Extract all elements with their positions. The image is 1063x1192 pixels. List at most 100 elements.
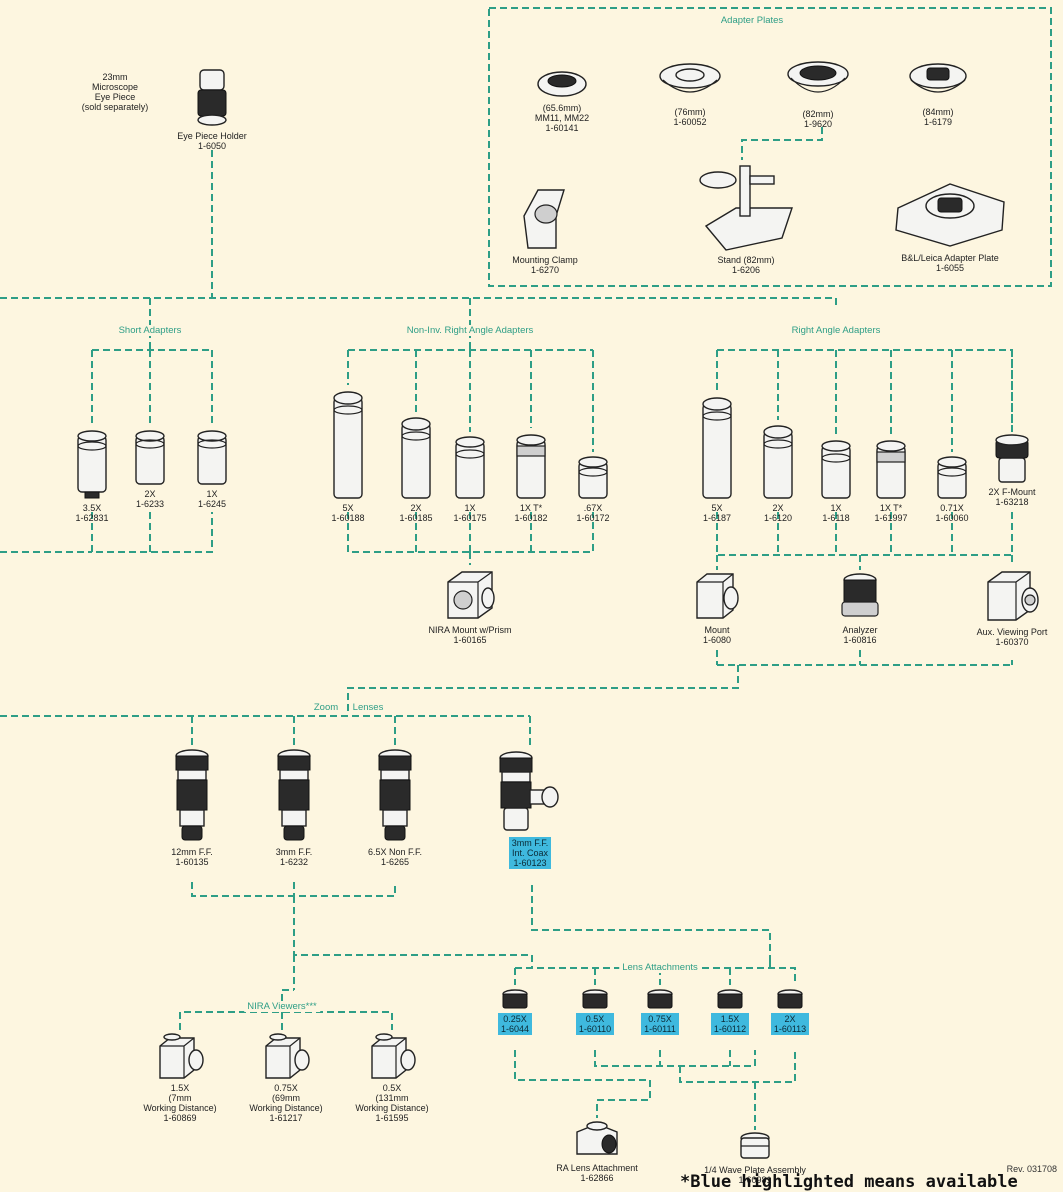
coax-lens-label: 3mm F.F. Int. Coax 1-60123	[508, 837, 552, 869]
section-title-non-inv-right-angle: Non-Inv. Right Angle Adapters	[403, 325, 537, 336]
tube-adapter-icon	[702, 397, 732, 499]
right-angle-5x-label: 5X 1-6187	[702, 503, 732, 523]
zoom-lens-12mm-label: 12mm F.F. 1-60135	[171, 847, 213, 867]
mount-1-6080-label: Mount 1-6080	[702, 625, 732, 645]
lens-attachment-0-75x[interactable]: 0.75X 1-60111	[585, 988, 735, 1035]
plate-65-6mm[interactable]: (65.6mm) MM11, MM22 1-60141	[487, 68, 637, 133]
plate-76mm[interactable]: (76mm) 1-60052	[615, 60, 765, 127]
eyepiece-holder-icon	[197, 69, 227, 126]
stand-82mm[interactable]: Stand (82mm) 1-6206	[671, 156, 821, 275]
nira-viewer-1-5x-label: 1.5X (7mm Working Distance) 1-60869	[143, 1083, 217, 1123]
nira-mount-prism-label: NIRA Mount w/Prism 1-60165	[428, 625, 512, 645]
tube-adapter-icon	[333, 391, 363, 499]
mount-cube-icon	[696, 573, 739, 619]
right-angle-5x[interactable]: 5X 1-6187	[642, 394, 792, 523]
zoom-lens-12mm[interactable]: 12mm F.F. 1-60135	[117, 748, 267, 867]
viewer-cube-icon	[371, 1033, 416, 1079]
eyepiece-holder[interactable]: Eye Piece Holder 1-6050	[137, 68, 287, 151]
ra-lens-attachment[interactable]: RA Lens Attachment 1-62866	[522, 1120, 672, 1183]
ra-lens-icon	[576, 1121, 618, 1155]
zoom-lens-icon	[378, 749, 412, 841]
lens-ring-icon	[717, 989, 743, 1009]
non-inv-0-67x-label: .67X 1-60172	[576, 503, 610, 523]
ring-plate-icon	[909, 63, 967, 93]
eyepiece-holder-label: Eye Piece Holder 1-6050	[177, 131, 247, 151]
zoom-lens-icon	[175, 749, 209, 841]
plate-65-6mm-label: (65.6mm) MM11, MM22 1-60141	[534, 103, 590, 133]
tube-adapter-icon	[197, 430, 227, 485]
viewing-port-cube-icon	[987, 571, 1039, 621]
bl-leica-adapter-plate[interactable]: B&L/Leica Adapter Plate 1-6055	[875, 178, 1025, 273]
lens-ring-icon	[647, 989, 673, 1009]
aux-viewing-port-label: Aux. Viewing Port 1-60370	[976, 627, 1048, 647]
plate-76mm-label: (76mm) 1-60052	[673, 107, 707, 127]
nira-viewer-1-5x[interactable]: 1.5X (7mm Working Distance) 1-60869	[105, 1032, 255, 1123]
adapter-plate-icon	[895, 183, 1005, 247]
tube-adapter-icon	[135, 430, 165, 485]
right-angle-2x[interactable]: 2X 1-6120	[703, 422, 853, 523]
coax-lens[interactable]: 3mm F.F. Int. Coax 1-60123	[455, 750, 605, 869]
analyzer-label: Analyzer 1-60816	[842, 625, 878, 645]
ring-plate-icon	[537, 71, 587, 97]
short-adapter-3-5x[interactable]: 3.5X 1-62831	[17, 428, 167, 523]
nira-mount-prism[interactable]: NIRA Mount w/Prism 1-60165	[395, 568, 545, 645]
plate-84mm[interactable]: (84mm) 1-6179	[863, 60, 1013, 127]
zoom-lens-6-5x-label: 6.5X Non F.F. 1-6265	[367, 847, 423, 867]
lens-attachment-1-5x[interactable]: 1.5X 1-60112	[655, 988, 805, 1035]
zoom-lens-icon	[277, 749, 311, 841]
zoom-lens-3mm[interactable]: 3mm F.F. 1-6232	[219, 748, 369, 867]
short-adapter-2x-label: 2X 1-6233	[135, 489, 165, 509]
lens-attachment-0-5x[interactable]: 0.5X 1-60110	[520, 988, 670, 1035]
prism-cube-icon	[447, 571, 495, 619]
mount-1-6080[interactable]: Mount 1-6080	[642, 572, 792, 645]
tube-adapter-icon	[937, 456, 967, 499]
tube-adapter-icon	[516, 434, 546, 499]
nira-viewer-0-5x[interactable]: 0.5X (131mm Working Distance) 1-61595	[317, 1032, 467, 1123]
tube-adapter-icon	[821, 440, 851, 499]
mounting-clamp-label: Mounting Clamp 1-6270	[512, 255, 578, 275]
footer-note: *Blue highlighted means available	[680, 1172, 1018, 1192]
wave-plate-assembly[interactable]: 1/4 Wave Plate Assembly 1-60981	[680, 1132, 830, 1185]
non-inv-2x-label: 2X 1-60185	[399, 503, 433, 523]
tube-adapter-icon	[401, 417, 431, 499]
section-title-adapter-plates: Adapter Plates	[717, 15, 787, 26]
non-inv-1x-t[interactable]: 1X T* 1-60182	[456, 432, 606, 523]
non-inv-5x-label: 5X 1-60188	[331, 503, 365, 523]
lens-attachment-2x[interactable]: 2X 1-60113	[715, 988, 865, 1035]
non-inv-1x[interactable]: 1X 1-60175	[395, 434, 545, 523]
section-title-nira-viewers: NIRA Viewers***	[244, 1001, 320, 1012]
coax-zoom-lens-icon	[499, 751, 559, 831]
non-inv-1x-t-label: 1X T* 1-60182	[514, 503, 548, 523]
stand-82mm-label: Stand (82mm) 1-6206	[717, 255, 775, 275]
non-inv-0-67x[interactable]: .67X 1-60172	[518, 454, 668, 523]
nira-viewer-0-75x[interactable]: 0.75X (69mm Working Distance) 1-61217	[211, 1032, 361, 1123]
zoom-lens-3mm-label: 3mm F.F. 1-6232	[275, 847, 313, 867]
ring-plate-icon	[787, 61, 849, 93]
short-adapter-1x[interactable]: 1X 1-6245	[137, 428, 287, 509]
lens-attachment-0-25x-label: 0.25X 1-6044	[497, 1013, 533, 1035]
nira-viewer-0-5x-label: 0.5X (131mm Working Distance) 1-61595	[355, 1083, 429, 1123]
zoom-lens-6-5x[interactable]: 6.5X Non F.F. 1-6265	[320, 748, 470, 867]
tube-adapter-icon	[763, 425, 793, 499]
right-angle-1x-t[interactable]: 1X T* 1-61997	[816, 438, 966, 523]
wave-plate-icon	[740, 1132, 770, 1159]
analyzer-icon	[841, 573, 879, 617]
short-adapter-2x[interactable]: 2X 1-6233	[75, 428, 225, 509]
lens-attachment-0-25x[interactable]: 0.25X 1-6044	[440, 988, 590, 1035]
section-title-short-adapters: Short Adapters	[115, 325, 185, 336]
lens-attachment-0-75x-label: 0.75X 1-60111	[641, 1013, 679, 1035]
plate-82mm[interactable]: (82mm) 1-9620	[743, 58, 893, 129]
right-angle-2x-f-mount[interactable]: 2X F-Mount 1-63218	[937, 434, 1063, 507]
non-inv-2x[interactable]: 2X 1-60185	[341, 414, 491, 523]
short-adapter-1x-label: 1X 1-6245	[197, 489, 227, 509]
tube-adapter-icon	[455, 436, 485, 499]
right-angle-1x[interactable]: 1X 1-6118	[761, 438, 911, 523]
tube-adapter-icon	[578, 456, 608, 499]
analyzer[interactable]: Analyzer 1-60816	[785, 572, 935, 645]
mounting-clamp[interactable]: Mounting Clamp 1-6270	[470, 186, 620, 275]
right-angle-0-71x[interactable]: 0.71X 1-60060	[877, 454, 1027, 523]
aux-viewing-port[interactable]: Aux. Viewing Port 1-60370	[937, 568, 1063, 647]
non-inv-5x[interactable]: 5X 1-60188	[273, 388, 423, 523]
stand-icon	[699, 165, 793, 251]
